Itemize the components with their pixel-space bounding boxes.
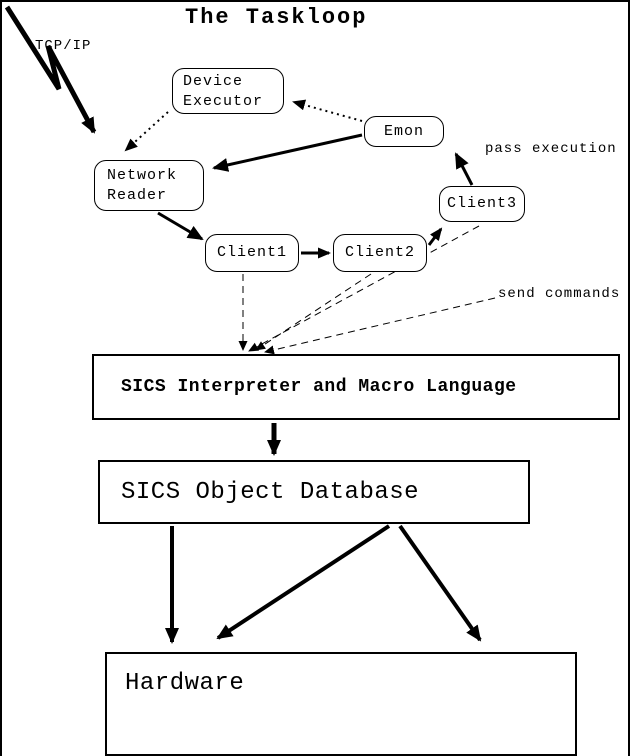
- box-sics-object-database: SICS Object Database: [98, 460, 530, 524]
- edge-client3-to-emon: [454, 152, 474, 186]
- node-network-reader: Network Reader: [94, 160, 204, 211]
- edge-emon-to-device-executor-dotted: [292, 99, 363, 122]
- edge-client3-to-interpreter-dashed: [248, 225, 480, 352]
- node-device-executor: Device Executor: [172, 68, 284, 114]
- node-client2: Client2: [333, 234, 427, 272]
- diagram-title: The Taskloop: [185, 5, 368, 30]
- edge-send-commands-to-interpreter-dashed: [264, 297, 496, 355]
- box-hardware: Hardware: [105, 652, 577, 756]
- pass-execution-label: pass execution: [485, 141, 617, 157]
- tcpip-label: TCP/IP: [35, 38, 92, 54]
- node-client3: Client3: [439, 186, 525, 222]
- box-sics-interpreter: SICS Interpreter and Macro Language: [92, 354, 620, 420]
- node-emon: Emon: [364, 116, 444, 147]
- edge-tcpip-lightning: [4, 5, 97, 134]
- edge-client2-to-client3: [427, 227, 443, 246]
- edge-emon-to-network-reader: [212, 133, 363, 172]
- edge-database-to-hardware-right: [398, 524, 482, 642]
- edge-database-to-hardware-middle: [216, 524, 391, 640]
- send-commands-label: send commands: [498, 286, 621, 302]
- edge-client2-to-interpreter-dashed: [255, 273, 372, 351]
- edge-device-executor-to-network-reader-dotted: [124, 111, 169, 152]
- edge-network-reader-to-client1: [157, 211, 204, 241]
- node-client1: Client1: [205, 234, 299, 272]
